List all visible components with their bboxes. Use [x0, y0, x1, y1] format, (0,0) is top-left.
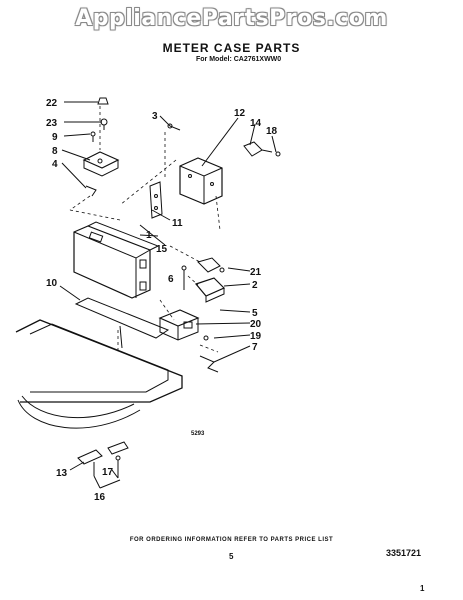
callout-14: 14: [250, 118, 262, 129]
corner-mark: 1: [420, 584, 425, 593]
callout-13: 13: [56, 468, 68, 479]
callout-2: 2: [252, 280, 258, 291]
callout-19: 19: [250, 331, 262, 342]
callout-4: 4: [52, 159, 58, 170]
callout-18: 18: [266, 126, 278, 137]
watermark: AppliancePartsPros.com: [75, 6, 388, 31]
callout-17: 17: [102, 467, 114, 478]
callout-9: 9: [52, 132, 58, 143]
figure-code: 5293: [191, 431, 205, 437]
callout-22: 22: [46, 98, 58, 109]
ordering-note: FOR ORDERING INFORMATION REFER TO PARTS …: [129, 537, 334, 543]
callout-7: 7: [252, 342, 258, 353]
callout-20: 20: [250, 319, 262, 330]
page-title: METER CASE PARTS: [162, 41, 301, 55]
page-number: 5: [229, 552, 234, 561]
callout-23: 23: [46, 118, 58, 129]
callout-15: 15: [156, 244, 168, 255]
callout-21: 21: [250, 267, 262, 278]
model-label: For Model: CA2761XWW0: [196, 56, 282, 63]
callout-3: 3: [152, 111, 158, 122]
callout-11: 11: [172, 218, 183, 229]
callout-16: 16: [94, 492, 106, 503]
document-number: 3351721: [386, 548, 422, 558]
callout-6: 6: [168, 274, 174, 285]
callout-10: 10: [46, 278, 58, 289]
callout-12: 12: [234, 108, 246, 119]
callout-1: 1: [146, 230, 152, 241]
callout-8: 8: [52, 146, 58, 157]
callout-5: 5: [252, 308, 258, 319]
